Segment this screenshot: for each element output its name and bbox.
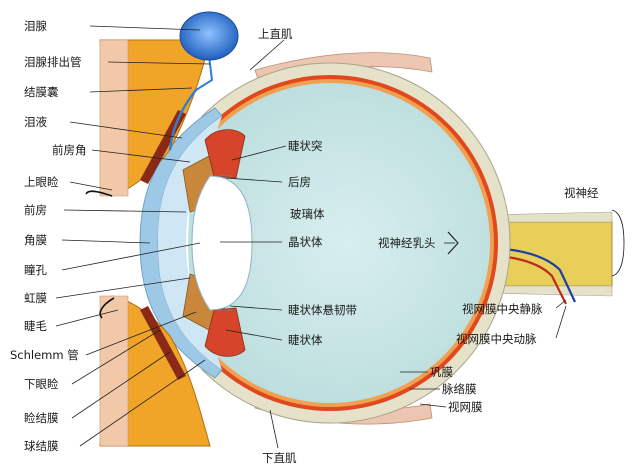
label-anterior-chamber: 前房 [24,203,47,217]
label-choroid: 脉络膜 [442,382,477,396]
label-lens: 晶状体 [288,235,323,249]
lower-eyelid-skin [99,295,129,447]
ciliary-body-lower [204,307,246,357]
label-sclera: 巩膜 [430,365,453,379]
label-bulbar-conj: 球结膜 [24,439,59,453]
anterior-chamber [158,116,222,370]
label-tears: 泪液 [24,115,47,129]
label-zonule: 睫状体悬韧带 [288,303,357,317]
label-conjunctival-sac: 结膜囊 [24,85,59,99]
label-palpebral-conj: 睑结膜 [24,411,59,425]
label-lacrimal-gland: 泪腺 [24,19,47,33]
label-anterior-angle: 前房角 [52,143,87,157]
label-retina: 视网膜 [448,400,483,414]
label-optic-nerve: 视神经 [564,186,599,200]
label-vitreous: 玻璃体 [290,207,325,221]
upper-eyelid-skin [99,39,129,197]
lacrimal-gland [179,11,239,61]
label-lacrimal-duct: 泪腺排出管 [24,55,82,69]
upper-eyelash [85,190,113,197]
optic-disc [447,231,459,255]
label-central-vein: 视网膜中央静脉 [462,302,543,316]
label-upper-eyelid: 上眼睑 [24,175,59,189]
conjunctival-sac [168,89,197,151]
label-lower-eyelid: 下眼睑 [24,377,59,391]
lens-shape [191,175,253,311]
label-eyelash: 睫毛 [24,319,47,333]
ciliary-body-upper [204,129,246,179]
label-schlemm: Schlemm 管 [10,348,79,362]
label-iris: 虹膜 [24,291,47,305]
label-central-artery: 视网膜中央动脉 [456,332,537,346]
label-cornea: 角膜 [24,233,47,247]
zonule-fibers [218,175,232,311]
label-pupil: 瞳孔 [24,263,47,277]
label-inferior-rectus: 下直肌 [262,451,297,465]
label-optic-disc: 视神经乳头 [378,236,436,250]
tarsal-gland-lower [140,306,186,380]
label-posterior-chamber: 后房 [288,175,311,189]
leader-lines [55,25,625,449]
label-superior-rectus: 上直肌 [258,27,293,41]
label-ciliary-process: 睫状突 [288,139,323,153]
label-ciliary-body: 睫状体 [288,333,323,347]
lower-eyelash [99,297,115,319]
vitreous-body [170,83,490,403]
